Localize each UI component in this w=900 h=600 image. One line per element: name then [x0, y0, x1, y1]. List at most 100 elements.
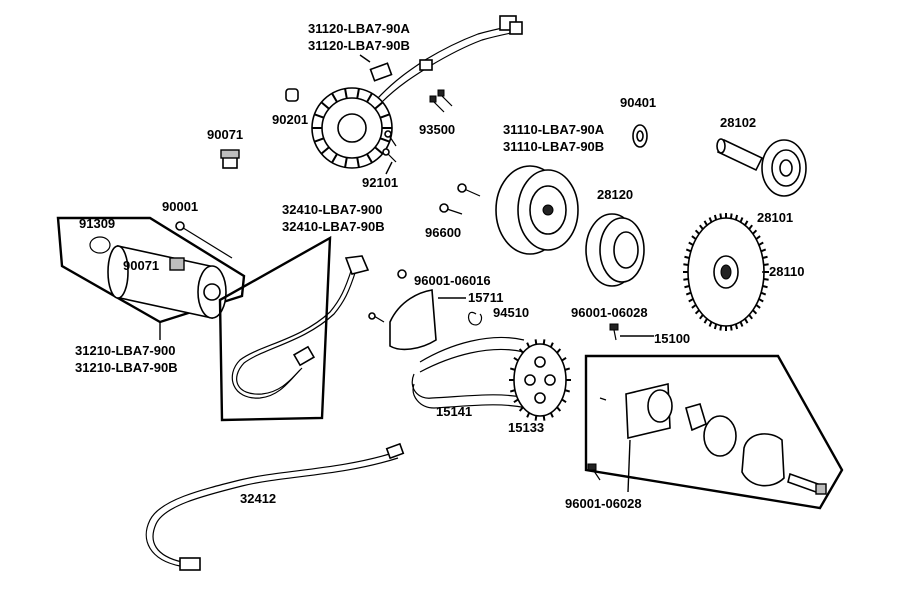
screw-icon — [429, 89, 453, 113]
gear-tooth — [683, 278, 689, 281]
gear-tooth — [699, 224, 704, 230]
label-32412: 32412 — [240, 491, 276, 506]
sprocket-tooth — [549, 342, 554, 348]
bolt-icon — [368, 269, 407, 323]
sprocket-tooth — [534, 339, 538, 345]
stator-tooth — [320, 146, 330, 155]
gear-tooth — [752, 309, 758, 315]
gear-tooth — [694, 309, 700, 315]
stator-tooth — [344, 88, 348, 99]
stator-tooth — [374, 146, 384, 155]
gear-tooth — [760, 248, 767, 253]
stator-tooth — [366, 92, 373, 103]
sprocket-tooth — [518, 406, 524, 412]
circlip-icon — [467, 311, 483, 326]
sprocket-icon — [509, 339, 571, 421]
stator-tooth — [366, 153, 373, 164]
gear-tooth — [760, 291, 767, 296]
gear-tooth — [708, 217, 713, 223]
cable-group-box — [218, 235, 332, 422]
gear-tooth — [744, 220, 749, 226]
sprocket-tooth — [526, 342, 531, 348]
gear-tooth — [748, 314, 753, 320]
gear-tooth — [734, 323, 739, 330]
gear-tooth — [719, 325, 723, 331]
gear-tooth — [739, 321, 744, 327]
stator-tooth — [320, 101, 330, 110]
sprocket-tooth — [513, 398, 519, 404]
label-92101: 92101 — [362, 175, 398, 190]
gear-tooth — [708, 321, 713, 327]
bolt-icon — [382, 130, 397, 163]
gear-tooth — [684, 255, 690, 259]
label-96001-06028-bottom: 96001-06028 — [565, 496, 642, 511]
stator-tooth — [314, 137, 325, 143]
sprocket-tooth — [561, 356, 567, 362]
drive-chain-icon — [411, 336, 527, 409]
stator-tooth — [379, 137, 390, 143]
sprocket-tooth — [509, 367, 516, 371]
sprocket-tooth — [564, 389, 571, 393]
gear-tooth — [699, 314, 704, 320]
label-90001: 90001 — [162, 199, 198, 214]
gear-tooth — [744, 318, 749, 324]
drain-plug-icon — [220, 149, 240, 169]
stator-coil-icon — [311, 15, 523, 169]
gear-tooth — [763, 263, 769, 266]
stator-tooth — [379, 113, 390, 119]
label-32410-b: 32410-LBA7-90B — [282, 219, 385, 234]
sprocket-tooth — [542, 415, 546, 421]
label-90071-starter: 90071 — [123, 258, 159, 273]
sprocket-tooth — [561, 398, 567, 404]
sprocket-tooth — [564, 367, 571, 371]
label-90401: 90401 — [620, 95, 656, 110]
gear-tooth — [762, 285, 768, 289]
gear-tooth — [752, 229, 758, 235]
label-96600: 96600 — [425, 225, 461, 240]
oil-pump-group-box — [584, 354, 844, 510]
sprocket-tooth — [518, 348, 524, 354]
gear-tooth — [685, 248, 692, 253]
sprocket-tooth — [509, 389, 516, 393]
label-96001-06016: 96001-06016 — [414, 273, 491, 288]
stator-tooth — [374, 101, 384, 110]
bolt-icon — [175, 221, 233, 259]
stator-tooth — [356, 157, 360, 168]
label-28102: 28102 — [720, 115, 756, 130]
sprocket-tooth — [534, 415, 538, 421]
label-28120: 28120 — [597, 187, 633, 202]
grommet-icon — [285, 88, 299, 102]
gear-tooth — [691, 304, 697, 309]
gear-tooth — [729, 213, 733, 219]
pin-icon — [439, 183, 481, 215]
bolt-icon — [587, 323, 619, 481]
idle-shaft-icon — [716, 138, 764, 172]
stator-tooth — [356, 88, 360, 99]
starter-driven-gear-icon — [683, 213, 769, 331]
label-31120-a: 31120-LBA7-90A — [308, 21, 410, 36]
label-15711: 15711 — [468, 290, 503, 305]
label-91309: 91309 — [79, 216, 115, 231]
gear-tooth — [684, 285, 690, 289]
label-90071-top: 90071 — [207, 127, 243, 142]
sprocket-tooth — [526, 412, 531, 418]
gear-tooth — [694, 229, 700, 235]
label-15133: 15133 — [508, 420, 544, 435]
gear-tooth — [729, 325, 733, 331]
label-90201: 90201 — [272, 112, 308, 127]
stator-tooth — [331, 92, 338, 103]
sprocket-tooth — [549, 412, 554, 418]
label-96001-06028-top: 96001-06028 — [571, 305, 648, 320]
o-ring-icon — [89, 236, 111, 254]
label-28110: 28110 — [769, 264, 804, 279]
gear-tooth — [713, 214, 718, 221]
oil-pump-icon — [625, 382, 827, 495]
label-31210-b: 31210-LBA7-90B — [75, 360, 178, 375]
gear-tooth — [703, 318, 708, 324]
label-31120-b: 31120-LBA7-90B — [308, 38, 410, 53]
sprocket-tooth — [556, 348, 562, 354]
sprocket-tooth — [513, 356, 519, 362]
chain-guide-plate-icon — [389, 289, 437, 351]
starter-motor-icon — [107, 244, 227, 320]
